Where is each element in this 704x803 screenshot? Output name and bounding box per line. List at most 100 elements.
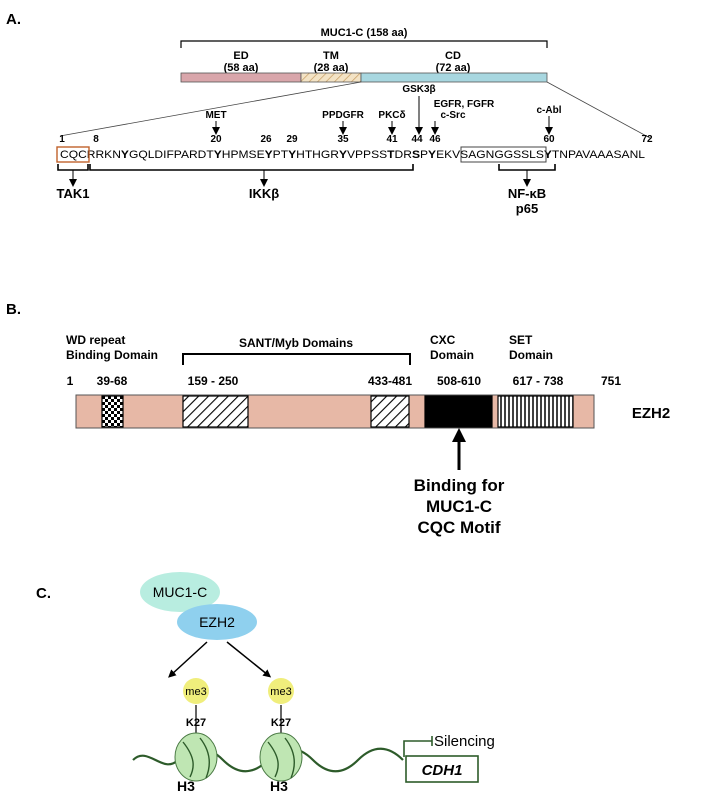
sequence-segment: SAGNGGSSLS <box>460 149 544 161</box>
nucleosome-wrap-right <box>267 737 295 779</box>
h3-label-left: H3 <box>177 778 195 794</box>
kinase-csrc: c-Src <box>440 110 465 121</box>
sequence-segment: HTHGR <box>296 149 339 161</box>
nucleosome-right <box>259 732 303 782</box>
sequence-segment: HPMSE <box>222 149 265 161</box>
pos-26: 26 <box>260 134 272 145</box>
me3-bead-right <box>268 678 294 704</box>
kinase-met: MET <box>205 110 226 121</box>
arrow-ezh2-left <box>168 641 208 678</box>
h3-label-right: H3 <box>270 778 288 794</box>
pos-20: 20 <box>210 134 222 145</box>
sequence-segment: Y <box>339 149 348 161</box>
sequence-segment: CQC <box>60 149 87 161</box>
cxc-title-line2: Domain <box>430 348 474 362</box>
muc1c-label: MUC1-C <box>153 584 207 600</box>
pos-41: 41 <box>386 134 398 145</box>
set-domain-box <box>497 395 574 428</box>
domain-cd-name: CD <box>445 50 461 62</box>
pos-60: 60 <box>543 134 555 145</box>
pos-35: 35 <box>337 134 349 145</box>
set-title-line1: SET <box>509 333 533 347</box>
panel-b: B. WD repeat Binding Domain SANT/Myb Dom… <box>6 301 670 537</box>
sequence-segment: EKV <box>436 149 461 161</box>
ezh2-start: 1 <box>67 374 74 388</box>
range-wd: 39-68 <box>97 374 128 388</box>
cqc-motif-box <box>56 146 90 163</box>
ezh2-label: EZH2 <box>199 614 235 630</box>
panel-c-label: C. <box>36 585 51 602</box>
panel-b-label: B. <box>6 301 21 318</box>
panel-a-label: A. <box>6 11 21 28</box>
range-cxc: 508-610 <box>437 374 481 388</box>
partner-p65: p65 <box>516 201 538 216</box>
muc1c-title: MUC1-C (158 aa) <box>321 27 408 39</box>
sequence-segment: DR <box>395 149 412 161</box>
me3-label-right: me3 <box>270 686 291 698</box>
nucleosome-wrap-left <box>182 737 210 779</box>
promoter-line <box>403 740 432 757</box>
muc1c-ellipse <box>140 572 220 612</box>
pos-8: 8 <box>93 134 99 145</box>
sequence-segment: P <box>420 149 428 161</box>
ikkb-bracket <box>89 164 414 171</box>
sequence-segment: Y <box>544 149 553 161</box>
sequence-segment: Y <box>288 149 297 161</box>
sant2-domain-box <box>370 395 410 428</box>
k27-label-right: K27 <box>271 717 291 729</box>
kinase-egfr-fgfr: EGFR, FGFR <box>434 99 495 110</box>
cxc-domain-box <box>424 395 493 428</box>
cdh1-gene-label: CDH1 <box>422 762 463 779</box>
sequence-segment: TNPAVAAASANL <box>552 149 645 161</box>
sequence-segment: Y <box>121 149 130 161</box>
tak1-bracket <box>57 164 89 171</box>
sequence-segment: VPPSS <box>347 149 387 161</box>
sant-title: SANT/Myb Domains <box>239 336 353 350</box>
arrow-ezh2-right <box>226 641 272 678</box>
binding-note-line2: MUC1-C <box>426 497 492 516</box>
pos-44: 44 <box>411 134 423 145</box>
domain-tm-length: (28 aa) <box>314 62 349 74</box>
kinase-gsk3b: GSK3β <box>402 84 435 95</box>
nfkb-motif-box <box>460 146 547 163</box>
pos-72: 72 <box>641 134 653 145</box>
partner-ikkb: IKKβ <box>249 186 279 201</box>
panel-a: A. MUC1-C (158 aa) ED (58 aa) TM (28 aa)… <box>6 11 653 216</box>
pos-46: 46 <box>429 134 441 145</box>
cdh1-gene-box <box>405 755 479 783</box>
range-sant1: 159 - 250 <box>188 374 239 388</box>
range-set: 617 - 738 <box>513 374 564 388</box>
wd-title-line2: Binding Domain <box>66 348 158 362</box>
panel-c: C. MUC1-C EZH2 me3 K27 H3 me3 K27 H3 Sil… <box>36 572 495 794</box>
sequence-segment: RRKN <box>87 149 121 161</box>
kinase-cabl: c-Abl <box>537 105 562 116</box>
domain-tm-name: TM <box>323 50 339 62</box>
set-title-line2: Domain <box>509 348 553 362</box>
domain-tm-bar <box>300 72 362 83</box>
sant1-domain-box <box>182 395 249 428</box>
sequence-segment: GQLDIFPARDT <box>129 149 214 161</box>
silencing-label: Silencing <box>434 733 495 750</box>
zoom-line-right <box>546 81 651 139</box>
wd-domain-box <box>101 395 124 428</box>
nfkb-bracket <box>498 164 556 171</box>
domain-ed-length: (58 aa) <box>224 62 259 74</box>
sequence-segment: S <box>412 149 420 161</box>
ezh2-end: 751 <box>601 374 621 388</box>
sequence-segment: T <box>387 149 395 161</box>
ezh2-protein-label: EZH2 <box>632 405 670 422</box>
binding-note-line3: CQC Motif <box>417 518 500 537</box>
me3-label-left: me3 <box>185 686 206 698</box>
k27-label-left: K27 <box>186 717 206 729</box>
partner-tak1: TAK1 <box>57 186 90 201</box>
zoom-line-left <box>59 81 362 137</box>
sequence-segment: Y <box>265 149 274 161</box>
sant-bracket <box>182 353 411 365</box>
domain-cd-bar <box>360 72 548 83</box>
kinase-ppdgfr: PPDGFR <box>322 110 364 121</box>
binding-note-line1: Binding for <box>414 476 505 495</box>
partner-nfkb: NF-κB <box>508 186 546 201</box>
sequence-segment: Y <box>214 149 223 161</box>
sequence-segment: Y <box>428 149 437 161</box>
wd-title-line1: WD repeat <box>66 333 125 347</box>
